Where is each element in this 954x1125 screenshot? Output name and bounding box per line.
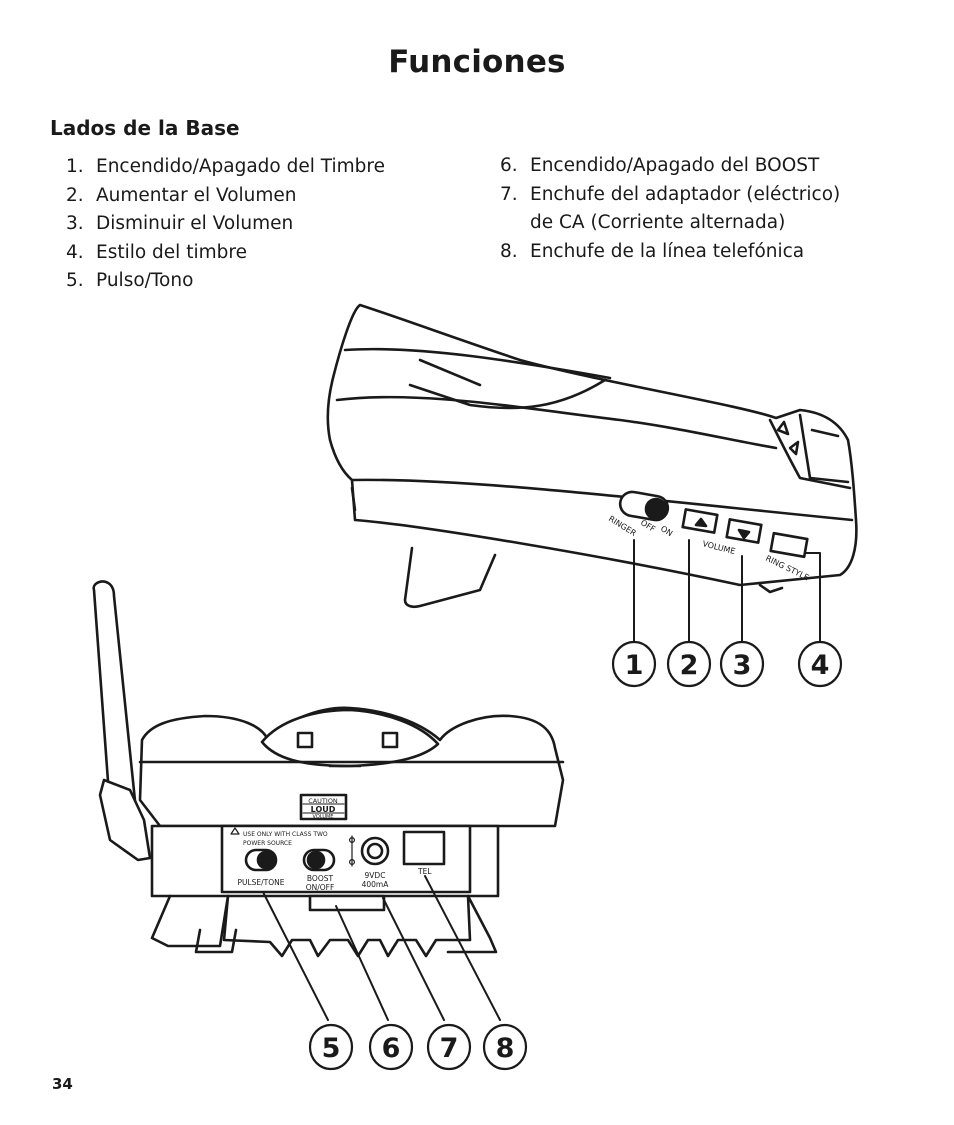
list-item-number: 5.: [66, 270, 84, 291]
callout-number-2: 2: [680, 650, 699, 681]
boost-onoff-label: ON/OFF: [306, 883, 335, 892]
list-item-label: Enchufe del adaptador (eléctrico): [530, 183, 841, 205]
callout-circle-6: [368, 1023, 414, 1071]
list-item: 5. Pulso/Tono: [66, 267, 385, 296]
power-voltage-label: 9VDC: [365, 871, 386, 880]
class-two-warning-line1: USE ONLY WITH CLASS TWO: [243, 831, 328, 838]
feature-list-right: 6. Encendido/Apagado del BOOST 7. Enchufe …: [500, 152, 860, 266]
callout-number-1: 1: [625, 650, 644, 681]
base-side-view: [326, 303, 858, 609]
boost-label: BOOST: [307, 874, 334, 883]
list-item-number: 2.: [66, 184, 84, 206]
callout-number-7: 7: [440, 1033, 459, 1064]
list-item-label: Pulso/Tono: [96, 270, 194, 291]
list-item-label: de CA (Corriente alternada): [530, 212, 786, 233]
callout-circle-1: [611, 640, 657, 688]
caution-label: CAUTION: [308, 797, 338, 805]
leader-lines-top: [633, 539, 821, 643]
power-current-label: 400mA: [362, 880, 390, 889]
list-item-number: 7.: [500, 183, 518, 205]
list-item-number: 1.: [66, 156, 84, 177]
callout-circle-5: [308, 1023, 354, 1071]
list-item-number: 8.: [500, 240, 518, 262]
list-item: de CA (Corriente alternada): [500, 209, 860, 238]
list-item-label: Aumentar el Volumen: [96, 184, 297, 206]
feature-list-left: 1. Encendido/Apagado del Timbre 2. Aumenta…: [66, 153, 385, 296]
list-item-label: Estilo del timbre: [96, 241, 247, 263]
caution-volume-label: VOLUME: [313, 814, 334, 820]
list-item: 3. Disminuir el Volumen: [66, 210, 385, 239]
tel-label: TEL: [417, 867, 432, 876]
callout-number-6: 6: [382, 1033, 401, 1064]
callout-number-5: 5: [322, 1033, 341, 1064]
list-item: 2. Aumentar el Volumen: [66, 182, 385, 211]
callout-number-3: 3: [733, 650, 752, 681]
page-number: 34: [52, 1075, 73, 1093]
loud-label: LOUD: [311, 805, 336, 814]
list-item: 6. Encendido/Apagado del BOOST: [500, 152, 860, 181]
callout-number-4: 4: [811, 650, 830, 681]
list-item: 8. Enchufe de la línea telefónica: [500, 238, 860, 267]
leader-lines-bottom: [262, 875, 501, 1021]
callout-circle-3: [719, 640, 765, 688]
page-title: Funciones: [388, 44, 566, 80]
section-title: Lados de la Base: [50, 116, 240, 140]
class-two-warning-line2: POWER SOURCE: [243, 840, 292, 847]
callout-number-8: 8: [496, 1033, 515, 1064]
list-item: 4. Estilo del timbre: [66, 239, 385, 268]
list-item-number: 3.: [66, 213, 84, 234]
list-item-number: 4.: [66, 241, 84, 263]
list-item: 7. Enchufe del adaptador (eléctrico): [500, 181, 860, 210]
pulse-tone-label: PULSE/TONE: [237, 878, 284, 887]
base-back-view: [92, 580, 565, 958]
list-item-label: Disminuir el Volumen: [96, 213, 294, 234]
list-item: 1. Encendido/Apagado del Timbre: [66, 153, 385, 182]
list-item-label: Enchufe de la línea telefónica: [530, 240, 805, 262]
callout-circle-2: [666, 640, 712, 688]
list-item-label: Encendido/Apagado del Timbre: [96, 156, 385, 177]
callout-circle-8: [482, 1023, 528, 1071]
callout-circle-7: [426, 1023, 472, 1071]
list-item-number: 6.: [500, 155, 518, 176]
list-item-label: Encendido/Apagado del BOOST: [530, 155, 820, 176]
callout-circle-4: [797, 640, 843, 688]
